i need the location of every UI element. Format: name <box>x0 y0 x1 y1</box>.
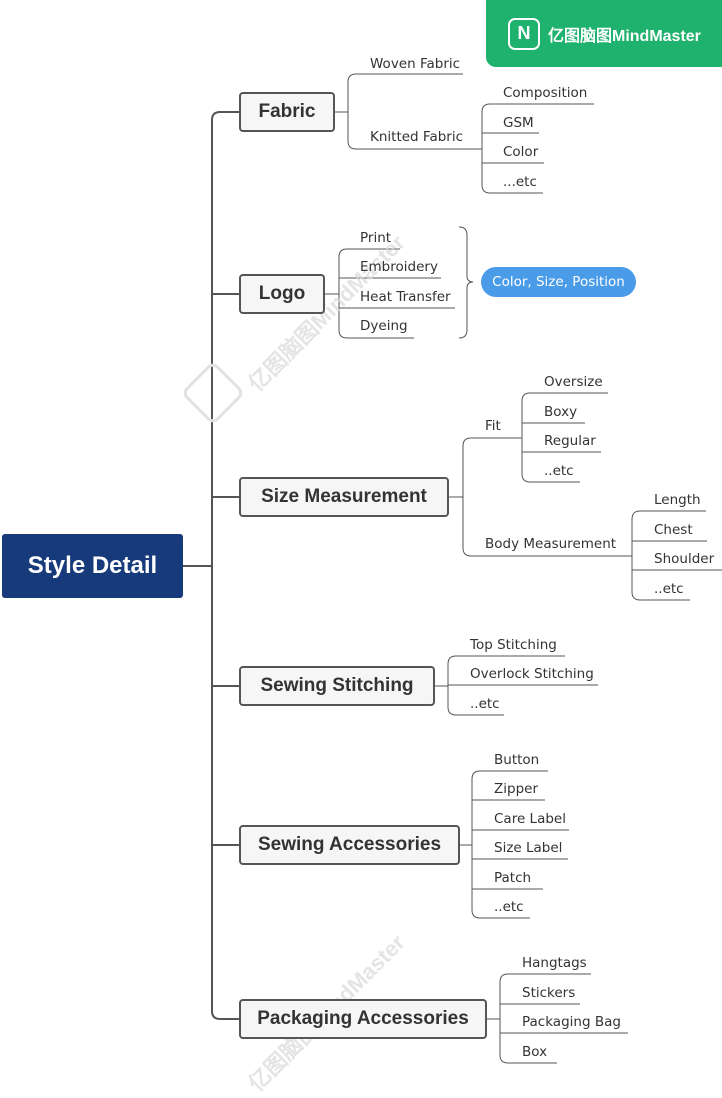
summary-color-size-position[interactable]: Color, Size, Position <box>481 267 636 297</box>
subtopic-fit[interactable]: Fit <box>485 418 501 434</box>
leaf-shoulder[interactable]: Shoulder <box>654 551 715 567</box>
leaf-etc[interactable]: ..etc <box>544 463 574 479</box>
leaf-dyeing[interactable]: Dyeing <box>360 318 408 334</box>
leaf-regular[interactable]: Regular <box>544 433 596 449</box>
leaf-length[interactable]: Length <box>654 492 701 508</box>
leaf-button[interactable]: Button <box>494 752 540 768</box>
leaf-care-label[interactable]: Care Label <box>494 811 566 827</box>
leaf-zipper[interactable]: Zipper <box>494 781 538 797</box>
topic-fabric[interactable]: Fabric <box>239 92 335 132</box>
leaf-heat-transfer[interactable]: Heat Transfer <box>360 289 451 305</box>
leaf-patch[interactable]: Patch <box>494 870 532 886</box>
topic-packaging-accessories[interactable]: Packaging Accessories <box>239 999 487 1039</box>
leaf-oversize[interactable]: Oversize <box>544 374 603 390</box>
leaf-etc[interactable]: ..etc <box>470 696 500 712</box>
leaf-etc[interactable]: ..etc <box>494 899 524 915</box>
topic-size-measurement[interactable]: Size Measurement <box>239 477 449 517</box>
leaf-print[interactable]: Print <box>360 230 392 246</box>
leaf-boxy[interactable]: Boxy <box>544 404 578 420</box>
subtopic-woven-fabric[interactable]: Woven Fabric <box>370 56 461 72</box>
leaf-box[interactable]: Box <box>522 1044 548 1060</box>
leaf-etc[interactable]: ..etc <box>654 581 684 597</box>
leaf-overlock-stitching[interactable]: Overlock Stitching <box>470 666 594 682</box>
brand-name: 亿图脑图MindMaster <box>548 27 701 45</box>
leaf-etc[interactable]: ...etc <box>503 174 537 190</box>
topic-sewing-accessories[interactable]: Sewing Accessories <box>239 825 460 865</box>
topic-sewing-stitching[interactable]: Sewing Stitching <box>239 666 435 706</box>
leaf-embroidery[interactable]: Embroidery <box>360 259 438 275</box>
mindmaster-logo-icon: N <box>508 17 540 50</box>
leaf-top-stitching[interactable]: Top Stitching <box>470 637 557 653</box>
leaf-color[interactable]: Color <box>503 144 539 160</box>
leaf-hangtags[interactable]: Hangtags <box>522 955 587 971</box>
topic-logo[interactable]: Logo <box>239 274 325 314</box>
leaf-chest[interactable]: Chest <box>654 522 693 538</box>
root-topic[interactable]: Style Detail <box>2 534 183 598</box>
leaf-stickers[interactable]: Stickers <box>522 985 576 1001</box>
leaf-packaging-bag[interactable]: Packaging Bag <box>522 1014 621 1030</box>
leaf-composition[interactable]: Composition <box>503 85 588 101</box>
connector-lines <box>183 73 722 1064</box>
subtopic-body-measurement[interactable]: Body Measurement <box>485 536 617 552</box>
subtopic-knitted-fabric[interactable]: Knitted Fabric <box>370 129 464 145</box>
leaf-gsm[interactable]: GSM <box>503 115 534 131</box>
leaf-size-label[interactable]: Size Label <box>494 840 563 856</box>
brand-badge: N 亿图脑图MindMaster <box>486 0 722 67</box>
